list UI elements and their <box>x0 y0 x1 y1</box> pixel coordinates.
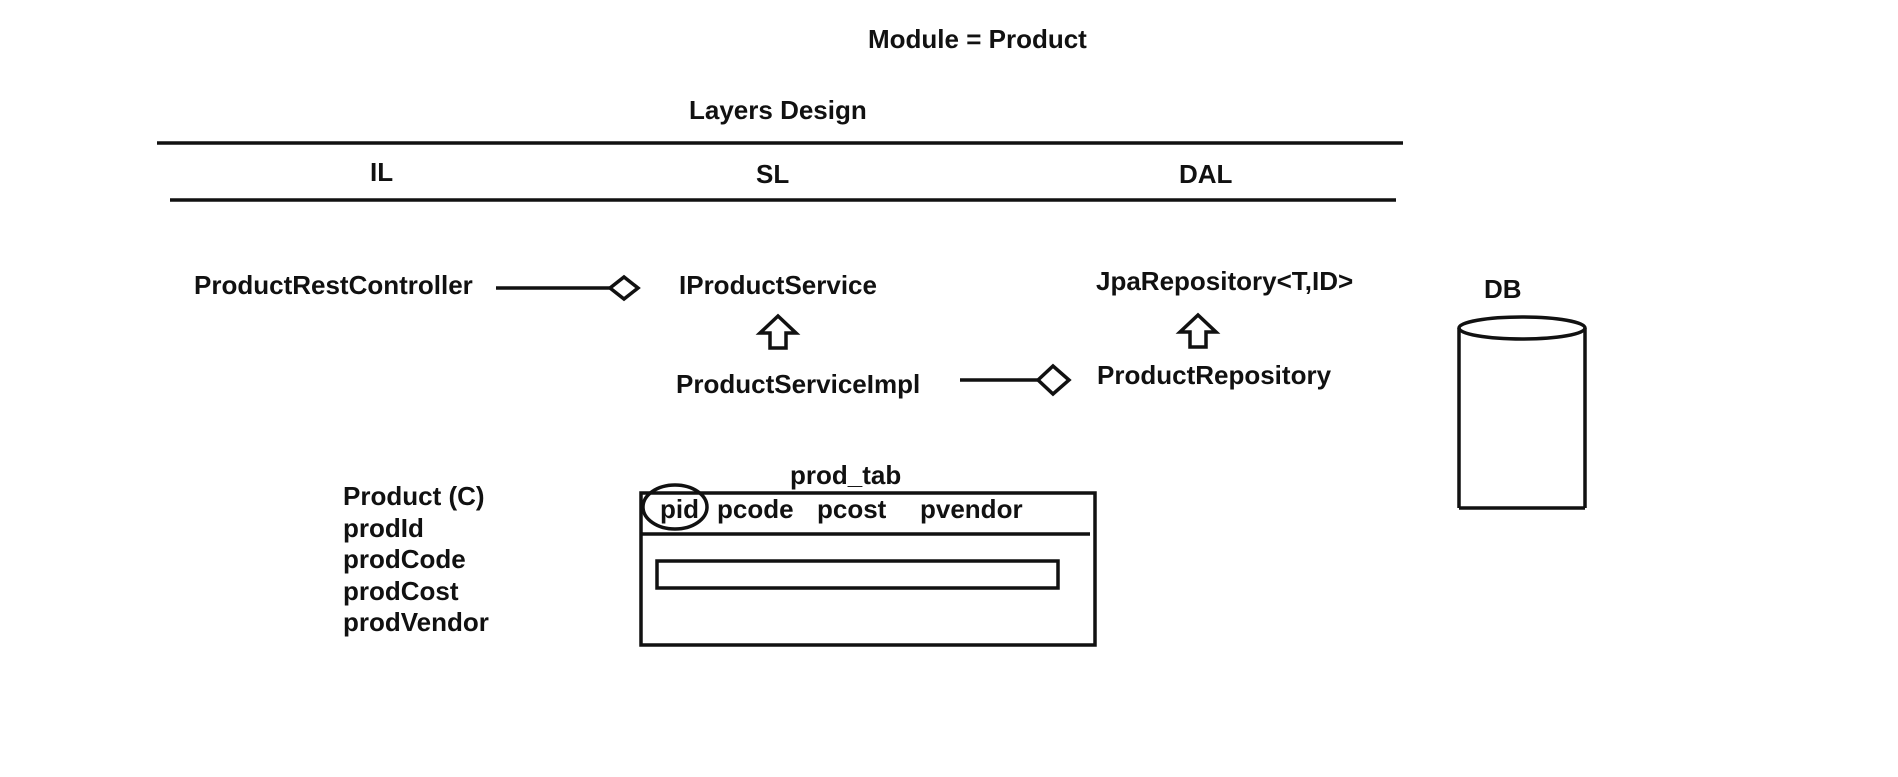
implements-arrow-service <box>755 313 801 350</box>
primary-key-highlight <box>641 483 709 531</box>
entity-class-block: Product (C) prodId prodCode prodCost pro… <box>343 481 489 639</box>
table-column-pcost: pcost <box>817 494 887 524</box>
database-label: DB <box>1484 274 1522 304</box>
extends-arrow-repository <box>1175 312 1221 349</box>
table-name: prod_tab <box>790 460 902 490</box>
layer-label-il: IL <box>370 157 394 187</box>
entity-field: prodCode <box>343 544 466 574</box>
diagram-subtitle: Layers Design <box>689 95 867 125</box>
layer-label-dal: DAL <box>1179 159 1233 189</box>
aggregation-diamond-serviceimpl <box>1035 363 1072 397</box>
table-column-pid: pid <box>660 494 699 524</box>
component-jpa-repository: JpaRepository<T,ID> <box>1096 266 1354 296</box>
diagram-title: Module = Product <box>868 24 1087 54</box>
entity-field: prodId <box>343 512 424 543</box>
component-product-repository: ProductRepository <box>1097 360 1332 390</box>
aggregation-diamond-controller <box>607 274 641 302</box>
entity-class-heading: Product (C) <box>343 481 485 511</box>
database-cylinder-icon <box>1457 315 1587 510</box>
entity-field: prodVendor <box>343 607 489 637</box>
layer-label-sl: SL <box>756 159 790 189</box>
table-column-pcode: pcode <box>717 494 794 524</box>
component-product-service-impl: ProductServiceImpl <box>676 369 921 399</box>
table-column-pvendor: pvendor <box>920 494 1023 524</box>
table-box <box>639 491 1097 647</box>
component-iproduct-service: IProductService <box>679 270 877 300</box>
table-row-placeholder <box>655 559 1060 590</box>
entity-field: prodCost <box>343 575 459 606</box>
component-product-rest-controller: ProductRestController <box>194 270 473 300</box>
